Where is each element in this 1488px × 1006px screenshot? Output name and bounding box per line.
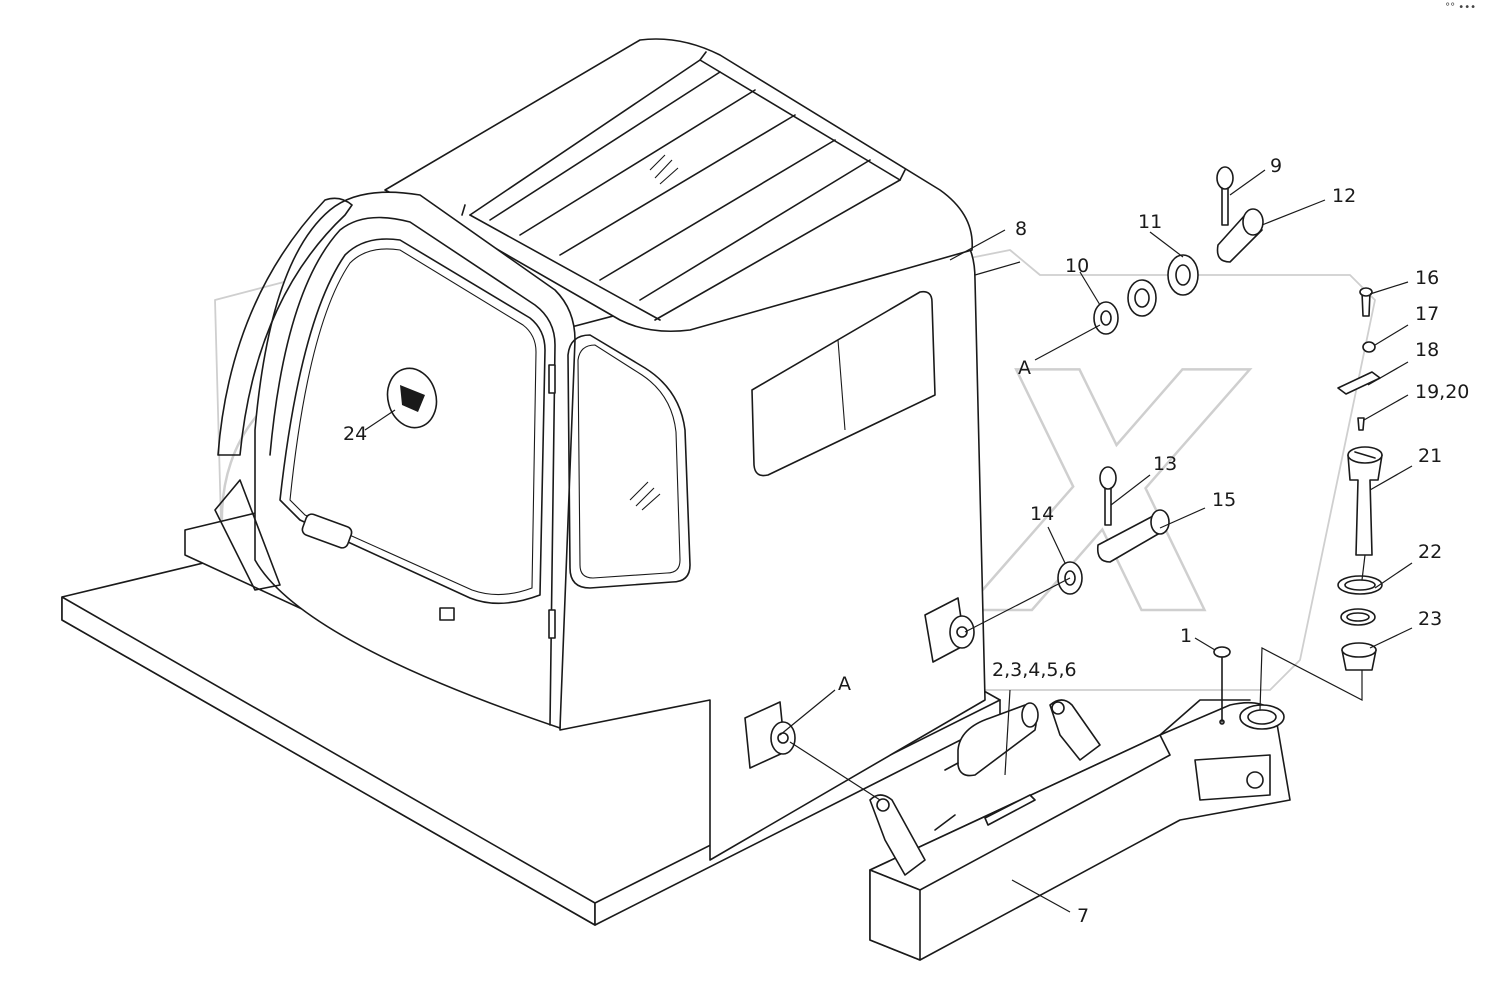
pin-12 xyxy=(1216,208,1264,263)
bushing-23 xyxy=(1341,642,1377,671)
callout-22: 22 xyxy=(1418,541,1442,563)
callout-23: 23 xyxy=(1418,608,1442,630)
callout-1: 1 xyxy=(1180,625,1192,647)
callout-21: 21 xyxy=(1418,445,1442,467)
callout-13: 13 xyxy=(1153,453,1177,475)
cab-mount-lower xyxy=(744,701,796,769)
callout-2-6: 2,3,4,5,6 xyxy=(992,659,1077,681)
callout-labels: 9 12 11 10 8 A 13 15 14 16 17 18 19,20 2… xyxy=(343,155,1469,927)
callout-15: 15 xyxy=(1212,489,1236,511)
cotter-pin-13 xyxy=(1099,466,1117,526)
callout-11: 11 xyxy=(1138,211,1162,233)
pin-1 xyxy=(1213,646,1231,725)
roof-guard xyxy=(461,51,906,321)
callout-18: 18 xyxy=(1415,339,1439,361)
callout-19-20: 19,20 xyxy=(1415,381,1469,403)
callout-12: 12 xyxy=(1332,185,1356,207)
cab-mount-upper xyxy=(924,597,975,663)
callout-a-bottom: A xyxy=(838,673,851,695)
callout-24: 24 xyxy=(343,423,367,445)
bolt-16 xyxy=(1359,287,1373,317)
callout-9: 9 xyxy=(1270,155,1282,177)
seal-22 xyxy=(1337,575,1383,595)
callout-7: 7 xyxy=(1077,905,1089,927)
callout-16: 16 xyxy=(1415,267,1439,289)
cylinder-assembly xyxy=(934,702,1039,831)
washer-17 xyxy=(1362,341,1376,353)
leader-lines xyxy=(364,169,1413,913)
washer-10b xyxy=(1127,279,1157,317)
assembly-lines xyxy=(789,261,1366,801)
callout-14: 14 xyxy=(1030,503,1054,525)
grease-fitting-19-20 xyxy=(1357,417,1365,431)
callout-a-top: A xyxy=(1018,357,1031,379)
cotter-pin-9 xyxy=(1216,166,1234,226)
callout-17: 17 xyxy=(1415,303,1439,325)
pin-21 xyxy=(1347,446,1383,556)
callout-8: 8 xyxy=(1015,218,1027,240)
washer-11 xyxy=(1167,254,1199,296)
callout-10: 10 xyxy=(1065,255,1089,277)
cab-body xyxy=(184,38,986,861)
swing-frame xyxy=(869,699,1291,961)
corner-mark: °° ••• xyxy=(1445,2,1476,13)
washer-10 xyxy=(1093,301,1119,335)
pin-15 xyxy=(1096,509,1170,563)
seal-22b xyxy=(1340,608,1376,626)
